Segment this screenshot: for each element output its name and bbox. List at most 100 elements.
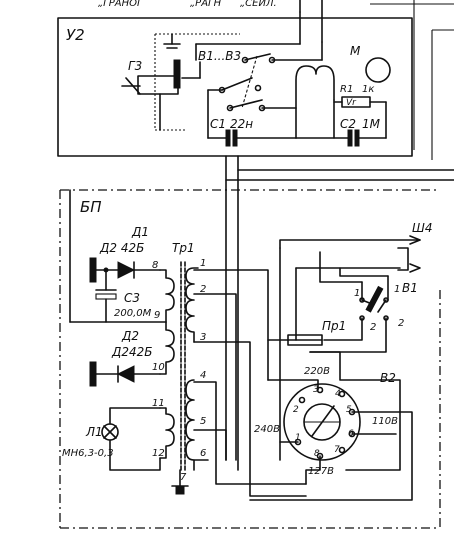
tap-label: 1 <box>200 258 206 269</box>
label-l1-type: МН6,3-0,3 <box>62 448 114 459</box>
label-d1-type: Д2 42Б <box>99 241 144 255</box>
label-b1: В1 <box>402 281 418 295</box>
ground-symbol <box>175 485 185 495</box>
wire <box>339 267 389 277</box>
pickup-g3 <box>137 75 179 95</box>
label-c1-value: 22н <box>230 117 253 131</box>
wire <box>323 317 363 341</box>
selector-b2-pointer <box>311 405 335 437</box>
tap-label: 4 <box>200 370 206 381</box>
tap-label: 10 <box>152 362 165 373</box>
label-c3-value: 200,0М <box>114 308 152 319</box>
wire <box>249 411 413 501</box>
label-c3: С3 <box>124 291 140 305</box>
label-c2: С2 <box>340 117 356 131</box>
wire <box>109 439 161 471</box>
label-d1: Д1 <box>131 225 149 239</box>
wire <box>193 341 307 497</box>
motor-m <box>365 57 391 83</box>
wire <box>279 239 421 249</box>
selector-contact: 7 <box>334 445 340 455</box>
selector-contact: 1 <box>295 433 301 443</box>
tap-label: 6 <box>200 448 206 459</box>
tap-label: 9 <box>154 310 160 321</box>
selector-contact: 3 <box>313 385 319 395</box>
contact-point <box>338 390 346 398</box>
contact-point <box>298 396 306 404</box>
connector-arrow <box>409 263 421 273</box>
tap-label: 11 <box>152 398 165 409</box>
primary-winding <box>185 267 199 343</box>
voltage-label-127: 127В <box>308 466 334 477</box>
label-d2: Д2 <box>121 329 139 343</box>
label-r1: R1 <box>340 84 353 95</box>
label-l1: Л1 <box>85 425 103 439</box>
label-b1-b3: В1...В3 <box>198 49 241 63</box>
selector-contact: 6 <box>348 429 354 439</box>
wire <box>267 379 319 391</box>
internal-frame <box>154 34 185 131</box>
label-sh4: Ш4 <box>412 221 432 235</box>
tap-label: 7 <box>180 472 187 483</box>
wire <box>193 381 307 485</box>
wire <box>109 407 161 425</box>
label-g3: Г3 <box>128 59 142 73</box>
tap-label: 12 <box>152 448 165 459</box>
filament-winding <box>159 407 175 459</box>
primary-winding <box>185 379 195 471</box>
selector-contact: 8 <box>314 449 320 459</box>
label-vr: Vr <box>346 98 357 108</box>
switch-contact <box>361 299 373 305</box>
contact-point <box>254 84 262 92</box>
stylus <box>125 77 141 95</box>
label-pr1: Пр1 <box>322 319 346 333</box>
wire <box>193 429 227 461</box>
selector-b2-body <box>283 383 361 461</box>
header-item: „СЕИЛ. <box>240 0 277 9</box>
label-motor: М <box>350 44 361 58</box>
output-terminal <box>89 361 97 387</box>
wire <box>309 351 401 471</box>
diode-d2 <box>116 365 135 383</box>
voltage-label-110: 110В <box>372 416 398 427</box>
label-c1: С1 <box>210 117 226 131</box>
block-u2-title: У2 <box>66 26 85 44</box>
contact-point <box>241 56 249 64</box>
tap-label: 5 <box>200 416 206 427</box>
switch-contact <box>229 99 263 109</box>
label-d2-type: Д242Б <box>111 345 153 359</box>
header-item: „ГРАНОГ <box>98 0 144 9</box>
label-tr1: Тр1 <box>172 241 195 255</box>
tap-label: 2 <box>200 284 206 295</box>
switch-pin: 1 <box>354 288 360 299</box>
switch-pin: 2 <box>398 318 404 329</box>
diode-d1 <box>117 261 136 279</box>
block-bp-title: БП <box>80 198 102 216</box>
contact-point <box>226 104 234 112</box>
capacitor-c2 <box>347 129 353 147</box>
selector-contact: 5 <box>346 405 352 415</box>
switch-lever <box>365 285 384 313</box>
wire <box>193 269 269 381</box>
output-terminal <box>89 257 97 283</box>
switch-pin: 1 <box>394 284 400 295</box>
voltage-label-220: 220В <box>304 366 330 377</box>
mechanical-link <box>241 55 258 109</box>
wire <box>319 251 363 283</box>
wire <box>305 455 321 485</box>
contact-point <box>338 446 346 454</box>
connector-sh4 <box>397 247 409 271</box>
secondary-winding <box>159 321 175 375</box>
pickup-terminal <box>173 59 181 89</box>
block-bp: БП Д1 Д2 42Б С3 200,0М Д2 Д242Б 8 9 10 1… <box>59 189 441 529</box>
wire <box>193 293 237 461</box>
label-r1-value: 1к <box>362 84 374 95</box>
voltage-label-240: 240В <box>254 424 280 435</box>
tap-label: 8 <box>152 260 158 271</box>
label-c2-value: 1М <box>362 117 381 131</box>
selector-contact: 4 <box>335 389 341 399</box>
selector-contact: 2 <box>293 405 299 415</box>
switch-pin: 2 <box>370 322 376 333</box>
lamp-l1-cross <box>103 425 117 439</box>
